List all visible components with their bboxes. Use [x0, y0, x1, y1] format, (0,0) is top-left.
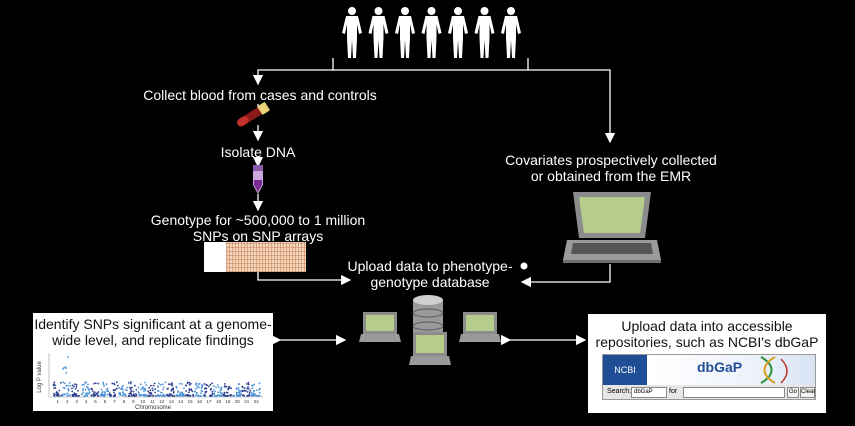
person-icon — [395, 7, 415, 58]
chromosome-tick-label: 21 — [244, 399, 250, 404]
person-icon — [421, 7, 442, 58]
chromosome-tick-label: 12 — [159, 399, 165, 404]
collect-blood-label: Collect blood from cases and controls — [143, 87, 377, 103]
chromosome-tick-label: 3 — [75, 399, 78, 404]
person-icon — [342, 7, 362, 58]
chromosome-tick-label: 2 — [66, 399, 69, 404]
chromosome-tick-label: 8 — [123, 399, 126, 404]
laptop-icon — [563, 192, 661, 263]
covariates-line2: or obtained from the EMR — [530, 168, 692, 184]
dbgap-logo-text: dbGaP — [697, 359, 743, 375]
person-icon — [368, 7, 389, 58]
chromosome-tick-label: 4 — [85, 399, 88, 404]
chromosome-tick-label: 5 — [94, 399, 97, 404]
gwas-panel: Identify SNPs significant at a genome- w… — [33, 313, 273, 411]
dbgap-screenshot: NCBI dbGaP Search: dbGaP for Go Clear — [602, 354, 816, 400]
repository-panel: Upload data into accessible repositories… — [588, 314, 826, 413]
person-icon — [501, 7, 521, 58]
gwas-title-line2: wide level, and replicate findings — [52, 332, 254, 348]
upload-db-line1: Upload data to phenotype- — [347, 258, 513, 274]
upload-db-line2: genotype database — [370, 274, 490, 290]
for-label: for — [669, 388, 678, 395]
dna-tube-icon — [253, 165, 263, 194]
repo-title-line1: Upload data into accessible — [621, 318, 793, 334]
ncbi-label: NCBI — [614, 365, 636, 375]
covariates-line1: Covariates prospectively collected — [505, 152, 717, 168]
go-button[interactable]: Go — [787, 387, 799, 398]
gwas-title-line1: Identify SNPs significant at a genome- — [34, 316, 272, 332]
chromosome-tick-label: 9 — [132, 399, 135, 404]
chromosome-tick-label: 15 — [188, 399, 194, 404]
genotype-label: Genotype for ~500,000 to 1 million SNPs … — [128, 212, 388, 244]
manhattan-xlabel: Chromosome — [135, 405, 172, 411]
search-label: Search: — [607, 388, 632, 395]
upload-db-label: Upload data to phenotype- genotype datab… — [330, 258, 530, 290]
covariates-label: Covariates prospectively collected or ob… — [488, 152, 734, 184]
chromosome-tick-label: 1 — [56, 399, 59, 404]
people-row-icon — [342, 7, 521, 58]
chromosome-tick-label: 16 — [197, 399, 203, 404]
repository-panel-title: Upload data into accessible repositories… — [588, 314, 826, 350]
chromosome-tick-label: 13 — [169, 399, 175, 404]
search-input[interactable] — [683, 387, 785, 398]
genotype-label-line2: SNPs on SNP arrays — [192, 228, 324, 244]
chromosome-tick-label: 20 — [235, 399, 241, 404]
dbgap-search-bar: Search: dbGaP for Go Clear — [603, 385, 815, 399]
gwas-panel-title: Identify SNPs significant at a genome- w… — [33, 313, 273, 348]
dna-helix-icon — [760, 356, 788, 384]
person-icon — [448, 7, 468, 58]
chromosome-tick-label: 22 — [254, 399, 260, 404]
ncbi-logo: NCBI — [603, 355, 647, 385]
repo-title-line2: repositories, such as NCBI's dbGaP — [595, 334, 819, 350]
chromosome-tick-label: 11 — [150, 399, 155, 404]
database-server-icon — [359, 295, 501, 365]
chromosome-tick-label: 17 — [206, 399, 212, 404]
dbgap-banner: dbGaP — [647, 355, 815, 385]
chromosome-tick-label: 18 — [216, 399, 222, 404]
genotype-label-line1: Genotype for ~500,000 to 1 million — [150, 212, 366, 228]
manhattan-ylabel: Log P value — [37, 361, 43, 393]
chromosome-tick-label: 7 — [113, 399, 116, 404]
isolate-dna-label: Isolate DNA — [220, 144, 296, 160]
chromosome-tick-label: 19 — [225, 399, 231, 404]
blood-tube-icon — [237, 102, 270, 127]
chromosome-tick-label: 6 — [104, 399, 107, 404]
search-select[interactable]: dbGaP — [631, 387, 667, 398]
clear-button[interactable]: Clear — [800, 387, 815, 398]
chromosome-tick-label: 10 — [140, 399, 146, 404]
snp-array-icon — [204, 242, 306, 272]
chromosome-tick-label: 14 — [178, 399, 184, 404]
person-icon — [474, 7, 495, 58]
